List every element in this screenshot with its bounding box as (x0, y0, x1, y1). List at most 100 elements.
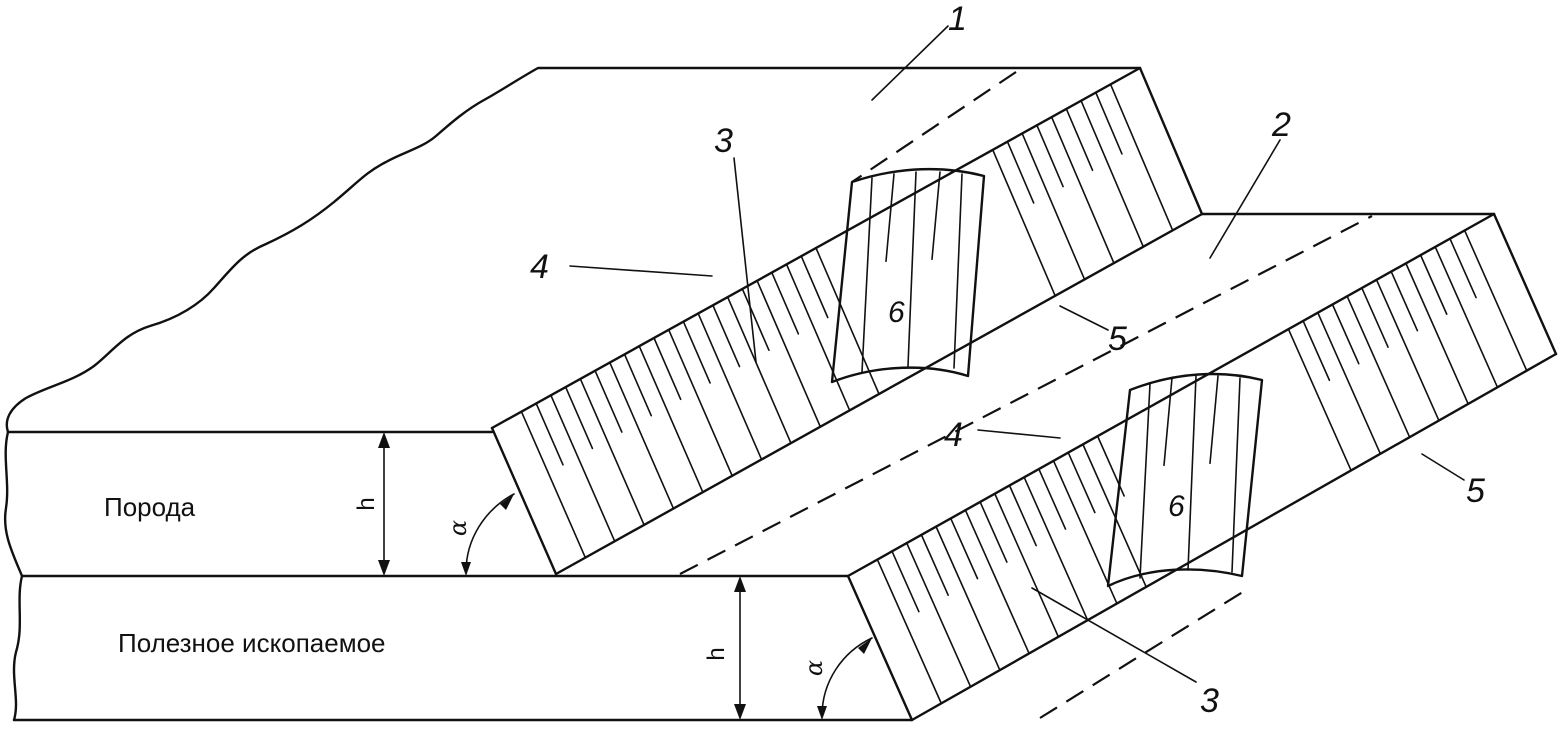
face-hatch-tick (682, 320, 711, 384)
callout-4-lower: 4 (944, 416, 963, 454)
lower-face-left-edge (846, 574, 914, 722)
face-hatch-tick (741, 288, 770, 352)
face-hatch-tick (1067, 451, 1096, 514)
face-hatch-line (1109, 83, 1174, 232)
callout-6-upper: 6 (888, 296, 905, 329)
upper-slope-angle-arc (461, 493, 515, 576)
lower-bench-dashed-line-1 (679, 215, 1373, 575)
leader-3-upper (733, 157, 757, 363)
leader-3-lower (1031, 587, 1197, 683)
layer-label-overburden: Порода (104, 492, 196, 522)
lower-face-hatching (876, 229, 1528, 705)
trench-line (861, 177, 873, 373)
angle-label-upper: α (444, 520, 472, 536)
face-hatch-tick (1036, 124, 1064, 188)
face-hatch-line (964, 509, 1030, 655)
face-hatch-line (991, 149, 1056, 297)
left-break-line (3, 430, 24, 722)
callout-5-lower: 5 (1466, 472, 1485, 510)
face-hatch-tick (653, 337, 682, 401)
trench-line (1139, 383, 1151, 579)
callout-3-upper: 3 (714, 122, 733, 160)
leader-5-lower (1421, 453, 1465, 481)
layer-label-mineral: Полезное ископаемое (118, 628, 386, 658)
face-hatch-tick (594, 369, 623, 433)
face-hatch-line (1346, 295, 1411, 438)
face-hatch-tick (1008, 484, 1037, 547)
angle-label-lower: α (800, 660, 828, 676)
face-hatch-tick (1331, 303, 1360, 365)
face-hatch-tick (920, 534, 949, 596)
trench-line (1187, 375, 1197, 571)
face-hatch-line (1405, 262, 1469, 405)
face-hatch-line (876, 558, 943, 705)
face-hatch-line (520, 410, 587, 559)
face-hatch-line (994, 492, 1060, 638)
face-hatch-tick (1038, 468, 1067, 530)
face-hatch-line (815, 247, 880, 395)
face-hatch-tick (712, 304, 741, 368)
leader-4-lower (977, 429, 1061, 439)
face-hatch-tick (564, 386, 594, 450)
trench-line (1209, 375, 1219, 465)
face-hatch-line (550, 394, 616, 543)
face-hatch-line (697, 312, 763, 461)
face-hatch-line (1287, 328, 1352, 472)
face-hatch-line (1434, 246, 1499, 389)
face-hatch-line (935, 525, 1001, 671)
face-hatch-tick (623, 353, 653, 417)
face-hatch-tick (1302, 320, 1331, 382)
face-hatch-line (1021, 132, 1086, 281)
upper-thickness-dimension (378, 432, 390, 576)
face-hatch-line (905, 542, 972, 688)
face-hatch-line (726, 296, 792, 444)
face-hatch-line (1050, 116, 1115, 264)
trench-line (1231, 377, 1241, 573)
face-hatch-tick (1449, 237, 1477, 299)
upper-bench-dashed-line (851, 71, 1017, 183)
upper-trench-outline (830, 167, 986, 384)
face-hatch-tick (1065, 108, 1094, 172)
trench-line (1163, 377, 1173, 467)
lower-bench-right-edge (1492, 212, 1558, 356)
upper-bench-top-outline (5, 66, 1204, 434)
callout-2: 2 (1271, 106, 1291, 144)
trench-line (907, 171, 917, 367)
trench-line (931, 171, 941, 261)
leader-4-upper (569, 265, 713, 277)
face-hatch-tick (979, 501, 1008, 563)
face-hatch-line (1375, 279, 1440, 422)
face-hatch-line (579, 378, 645, 526)
upper-trench-lines (861, 171, 963, 373)
leader-5-upper (1059, 305, 1109, 331)
face-hatch-tick (771, 271, 800, 335)
face-hatch-tick (800, 255, 829, 319)
thickness-label-lower: h (703, 647, 730, 660)
leader-2 (1209, 139, 1281, 259)
face-hatch-line (609, 361, 675, 510)
face-hatch-line (1082, 443, 1147, 588)
face-hatch-line (638, 345, 704, 493)
lower-slope-angle-arc (817, 637, 873, 720)
thickness-label-upper: h (353, 497, 380, 510)
trench-line (953, 173, 963, 369)
face-hatch-line (1317, 311, 1382, 455)
face-hatch-line (1023, 476, 1089, 621)
face-hatch-tick (535, 402, 564, 466)
trench-line (885, 173, 895, 263)
leader-1 (871, 25, 949, 101)
lower-trench-lines (1139, 375, 1241, 579)
face-hatch-tick (1419, 254, 1448, 315)
lower-thickness-dimension (734, 576, 746, 720)
face-hatch-line (756, 279, 822, 428)
callout-6-lower: 6 (1168, 490, 1185, 523)
callout-1: 1 (948, 0, 967, 38)
lower-bench-dashed-line-2 (1039, 589, 1247, 719)
callout-4-upper: 4 (530, 248, 549, 286)
face-hatch-line (667, 329, 733, 477)
face-hatch-line (1463, 229, 1528, 372)
face-hatch-line (785, 263, 851, 412)
callout-5-upper: 5 (1108, 320, 1127, 358)
